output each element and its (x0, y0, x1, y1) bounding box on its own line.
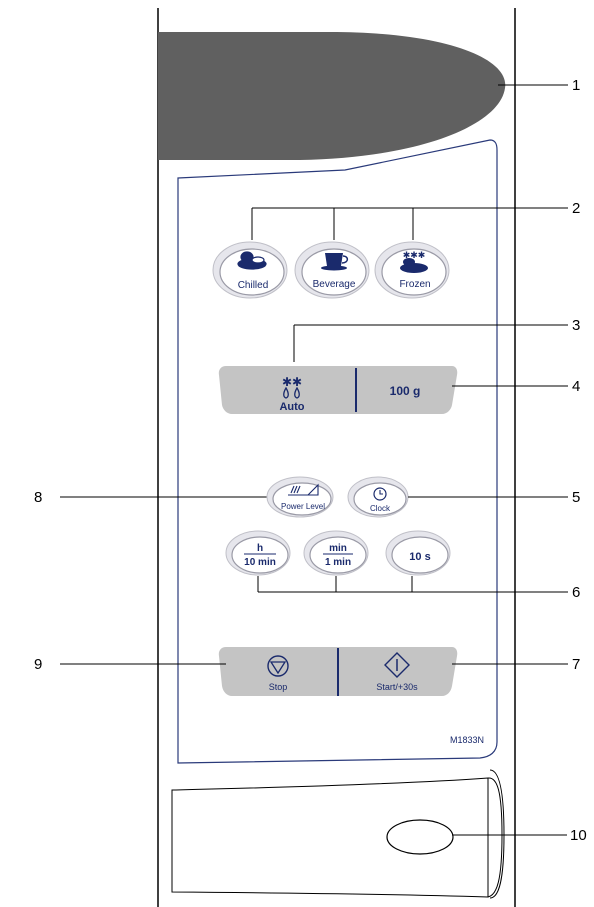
start-button[interactable]: Start/+30s (376, 652, 418, 692)
weight-label: 100 g (390, 384, 421, 398)
weight-button[interactable]: 100 g (390, 384, 421, 398)
chilled-label: Chilled (238, 280, 269, 291)
callout-number-9: 9 (34, 656, 42, 673)
clock-button[interactable]: Clock (347, 476, 409, 518)
auto-defrost-button[interactable]: ✱✱ Auto (279, 375, 304, 413)
one-min-label: 1 min (325, 557, 351, 568)
beverage-button[interactable]: Beverage (294, 241, 370, 299)
callout-number-8: 8 (34, 489, 42, 506)
clock-label: Clock (370, 504, 391, 513)
ten-seconds-button[interactable]: 10 s (385, 530, 451, 576)
stop-icon (267, 655, 289, 677)
start-label: Start/+30s (376, 682, 418, 692)
callout-number-10: 10 (570, 827, 587, 844)
drops-icon (283, 386, 300, 399)
callout-number-1: 1 (572, 77, 580, 94)
hour-10min-button[interactable]: h 10 min (225, 530, 291, 576)
frozen-button[interactable]: ✱✱✱ Frozen (374, 241, 450, 299)
auto-label: Auto (279, 401, 304, 413)
door-release-button[interactable] (386, 819, 454, 855)
frozen-label: Frozen (399, 279, 430, 290)
chilled-food-icon (237, 251, 267, 270)
power-level-label: Power Level (281, 502, 325, 511)
door-handle[interactable] (171, 769, 505, 899)
callout-number-4: 4 (572, 378, 580, 395)
clock-icon (373, 487, 387, 501)
power-level-icon (288, 483, 319, 496)
chilled-button[interactable]: Chilled (212, 241, 288, 299)
start-icon (384, 652, 410, 678)
minute-1min-button[interactable]: min 1 min (303, 530, 369, 576)
ten-min-label: 10 min (244, 557, 276, 568)
stop-label: Stop (269, 682, 288, 692)
min-label: min (329, 543, 347, 554)
callout-number-7: 7 (572, 656, 580, 673)
snowflake-icon: ✱✱ (282, 375, 302, 389)
svg-text:✱✱✱: ✱✱✱ (403, 251, 426, 261)
cup-icon (321, 253, 349, 271)
frozen-food-icon: ✱✱✱ (400, 251, 428, 273)
display-window (158, 32, 506, 160)
ten-seconds-label: 10 s (409, 551, 430, 563)
power-level-button[interactable]: Power Level (266, 476, 334, 518)
model-number: M1833N (450, 735, 484, 745)
beverage-label: Beverage (313, 279, 356, 290)
callout-number-2: 2 (572, 200, 580, 217)
hour-label: h (257, 543, 263, 554)
callout-number-3: 3 (572, 317, 580, 334)
callout-number-6: 6 (572, 584, 580, 601)
stop-button[interactable]: Stop (267, 655, 289, 692)
callout-number-5: 5 (572, 489, 580, 506)
inner-panel-border (177, 139, 498, 764)
auto-weight-bar (218, 366, 458, 414)
